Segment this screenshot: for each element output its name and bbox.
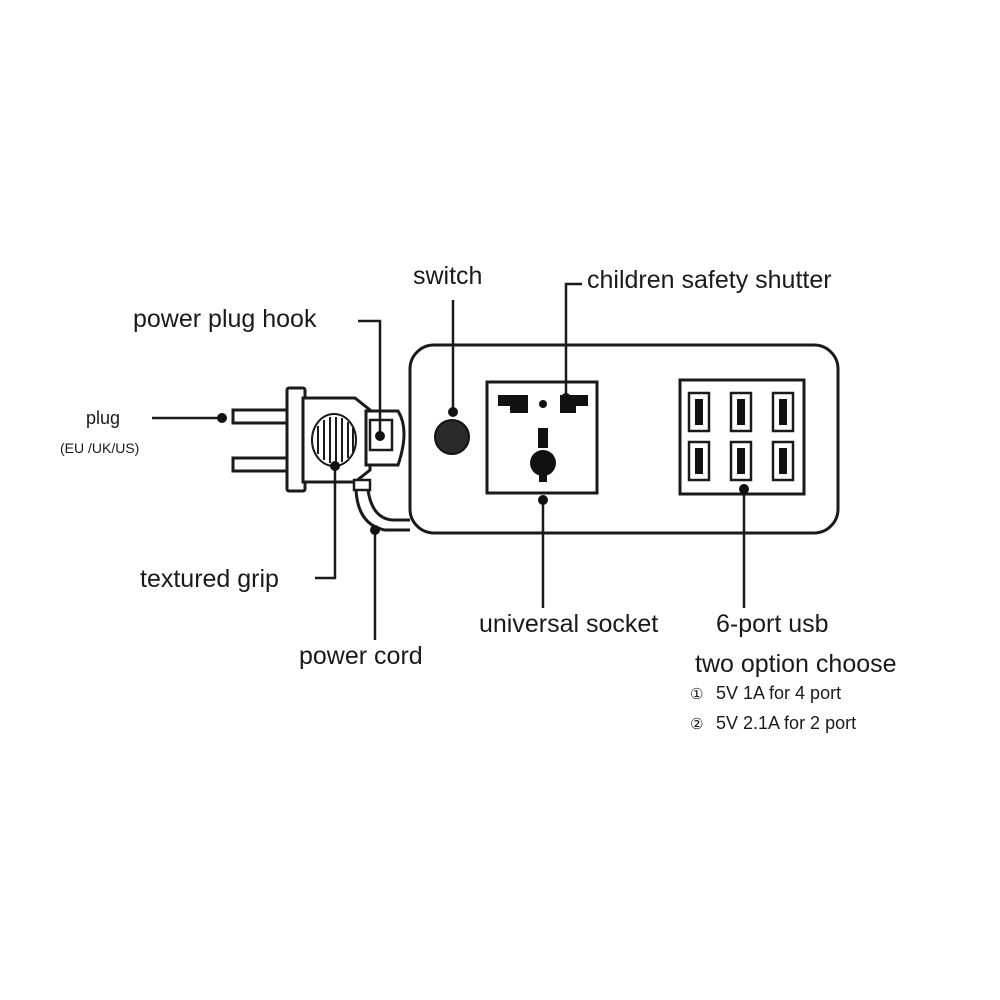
leader-children-safety-shutter [564,282,582,398]
leader-dot [330,461,340,471]
textured-grip [311,413,357,467]
leader-dot [370,525,380,535]
leader-textured-grip [315,466,337,580]
leader-dot [217,413,227,423]
option-marker: ① [690,685,704,703]
power-cord-label: power cord [299,642,423,670]
option-marker: ② [690,715,704,733]
usb-6-port-label: 6-port usb [716,610,829,638]
plug-prong [231,408,290,425]
power-plug-hook-label: power plug hook [133,305,317,333]
plug-prong [231,456,290,473]
usb-options-heading: two option choose [695,650,897,678]
usb-option-1: ① 5V 1A for 4 port [690,683,841,704]
textured-grip-label: textured grip [140,565,279,593]
leader-dot [448,407,458,417]
switch-label: switch [413,262,483,290]
leader-dot [561,393,571,403]
option-text: 5V 1A for 4 port [716,683,842,703]
universal-socket-label: universal socket [479,610,659,638]
leader-dot [538,495,548,505]
leader-dot [739,484,749,494]
leader-dot [375,431,385,441]
usb-option-2: ② 5V 2.1A for 2 port [690,713,856,734]
plug-label: plug [86,408,121,428]
universal-socket [485,380,599,495]
usb-port-block [678,378,806,496]
power-cord [354,489,410,532]
switch-button [434,419,470,455]
leader-power-plug-hook [358,319,382,436]
option-text: 5V 2.1A for 2 port [716,713,857,733]
children-safety-shutter-label: children safety shutter [587,266,832,294]
plug-types-label: (EU /UK/US) [60,440,140,456]
cord-strain-relief [352,478,372,492]
